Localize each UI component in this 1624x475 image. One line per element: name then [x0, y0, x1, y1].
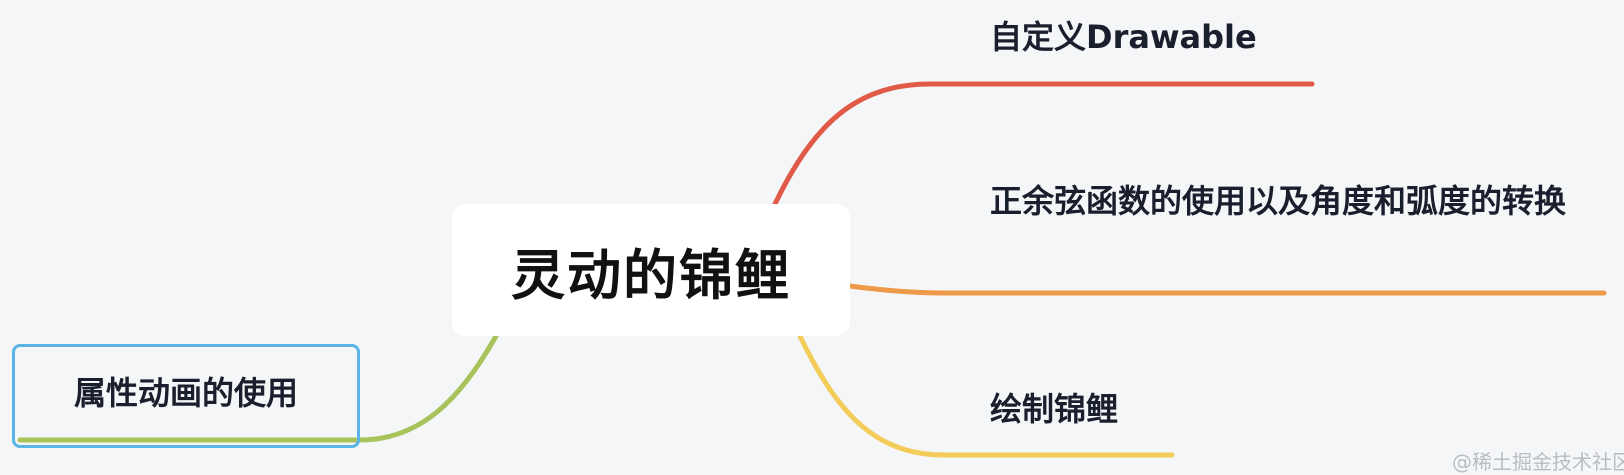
topic-trig-functions-label: 正余弦函数的使用以及角度和弧度的转换 [990, 182, 1567, 220]
topic-draw-koi-label: 绘制锦鲤 [990, 390, 1119, 428]
topic-custom-drawable[interactable]: 自定义Drawable [990, 14, 1257, 60]
edge-to-custom-drawable [772, 81, 1315, 207]
central-topic-label: 灵动的锦鲤 [511, 243, 791, 307]
topic-draw-koi[interactable]: 绘制锦鲤 [990, 386, 1118, 432]
topic-trig-functions[interactable]: 正余弦函数的使用以及角度和弧度的转换 [990, 178, 1590, 224]
topic-property-animation-label: 属性动画的使用 [73, 374, 298, 412]
edge-to-trig-functions [847, 283, 1607, 296]
central-topic[interactable]: 灵动的锦鲤 [452, 204, 850, 336]
watermark: @稀土掘金技术社区 [1452, 450, 1624, 474]
topic-property-animation[interactable]: 属性动画的使用 [12, 344, 360, 448]
topic-custom-drawable-label: 自定义Drawable [990, 18, 1257, 56]
edge-to-draw-koi [797, 333, 1175, 458]
edge-to-property-animation [17, 333, 499, 443]
